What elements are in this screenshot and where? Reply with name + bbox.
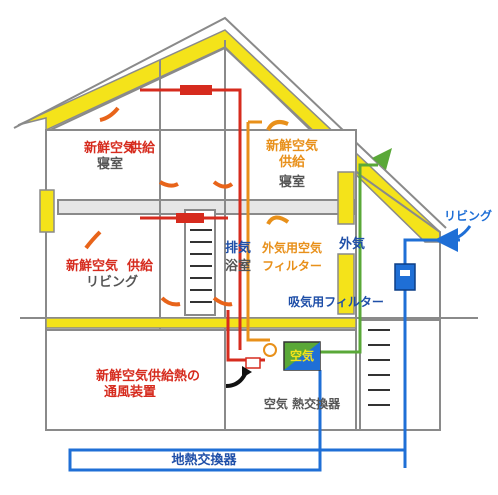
label-fresh-air-bedroom-1: 新鮮空気 bbox=[84, 140, 136, 156]
duct-damper-top bbox=[180, 85, 212, 95]
outside-air-arrow-icon bbox=[372, 148, 392, 170]
intake-arrow-icon bbox=[434, 225, 472, 252]
label-geo-exchanger: 地熱交換器 bbox=[171, 452, 237, 468]
staircase bbox=[190, 217, 390, 406]
label-heat-vent-2: 通風装置 bbox=[104, 384, 156, 400]
label-room-bedroom: 寝室 bbox=[97, 156, 123, 172]
airflow-arrows bbox=[84, 106, 290, 307]
arrow-fresh-mid-icon bbox=[158, 180, 179, 188]
label-fresh-air-right-1: 新鮮空気 bbox=[266, 138, 318, 154]
label-heat-vent-1: 新鮮空気供給熱の bbox=[96, 368, 200, 384]
label-air-exchanger: 空気 熱交換器 bbox=[264, 396, 341, 411]
label-fresh-air-living-1: 新鮮空気 bbox=[66, 258, 118, 274]
label-room-bedroom-right: 寝室 bbox=[279, 174, 305, 190]
label-bathroom: 浴室 bbox=[225, 258, 251, 274]
intake-filter-box bbox=[394, 263, 416, 291]
label-fresh-air-bedroom-2: 供給 bbox=[128, 140, 156, 156]
arrow-fresh-bedroom-icon bbox=[99, 106, 120, 122]
heat-exchanger-unit bbox=[283, 341, 321, 371]
label-fresh-air-right-2: 供給 bbox=[278, 154, 306, 170]
label-intake-filter: 吸気用フィルター bbox=[288, 294, 384, 309]
fan-icon bbox=[263, 343, 277, 357]
label-living-top: リビング bbox=[444, 208, 492, 223]
label-exhaust: 排気 bbox=[225, 240, 251, 256]
duct-damper-mid bbox=[176, 213, 204, 223]
arrow-exhaust-top-icon bbox=[266, 120, 289, 132]
label-fresh-air-living-2: 供給 bbox=[126, 258, 154, 274]
label-air-box: 空気 bbox=[290, 348, 314, 363]
wall-insulation bbox=[39, 171, 357, 329]
vent-valve-icon bbox=[245, 357, 261, 369]
text-labels: 新鮮空気 供給 寝室 新鮮空気 供給 リビング 新鮮空気 供給 寝室 排気 浴室… bbox=[66, 138, 492, 468]
arrow-fresh-right-icon bbox=[212, 180, 234, 189]
label-ext-filter-1: 外気用空気 bbox=[262, 240, 322, 255]
exhaust-duct bbox=[246, 120, 270, 342]
vent-pointer-head-icon bbox=[242, 366, 252, 378]
label-ext-filter-2: フィルター bbox=[262, 259, 322, 273]
label-room-living: リビング bbox=[86, 274, 138, 290]
intake-filter-window bbox=[400, 270, 410, 276]
arrow-fresh-living-icon bbox=[84, 230, 102, 250]
label-outside-air: 外気 bbox=[338, 236, 365, 252]
arrow-fresh-lower-icon bbox=[160, 296, 181, 307]
outside-air-duct bbox=[320, 163, 378, 354]
arrow-exhaust-mid-icon bbox=[266, 215, 290, 226]
arrow-fresh-lower-right-icon bbox=[212, 296, 233, 307]
